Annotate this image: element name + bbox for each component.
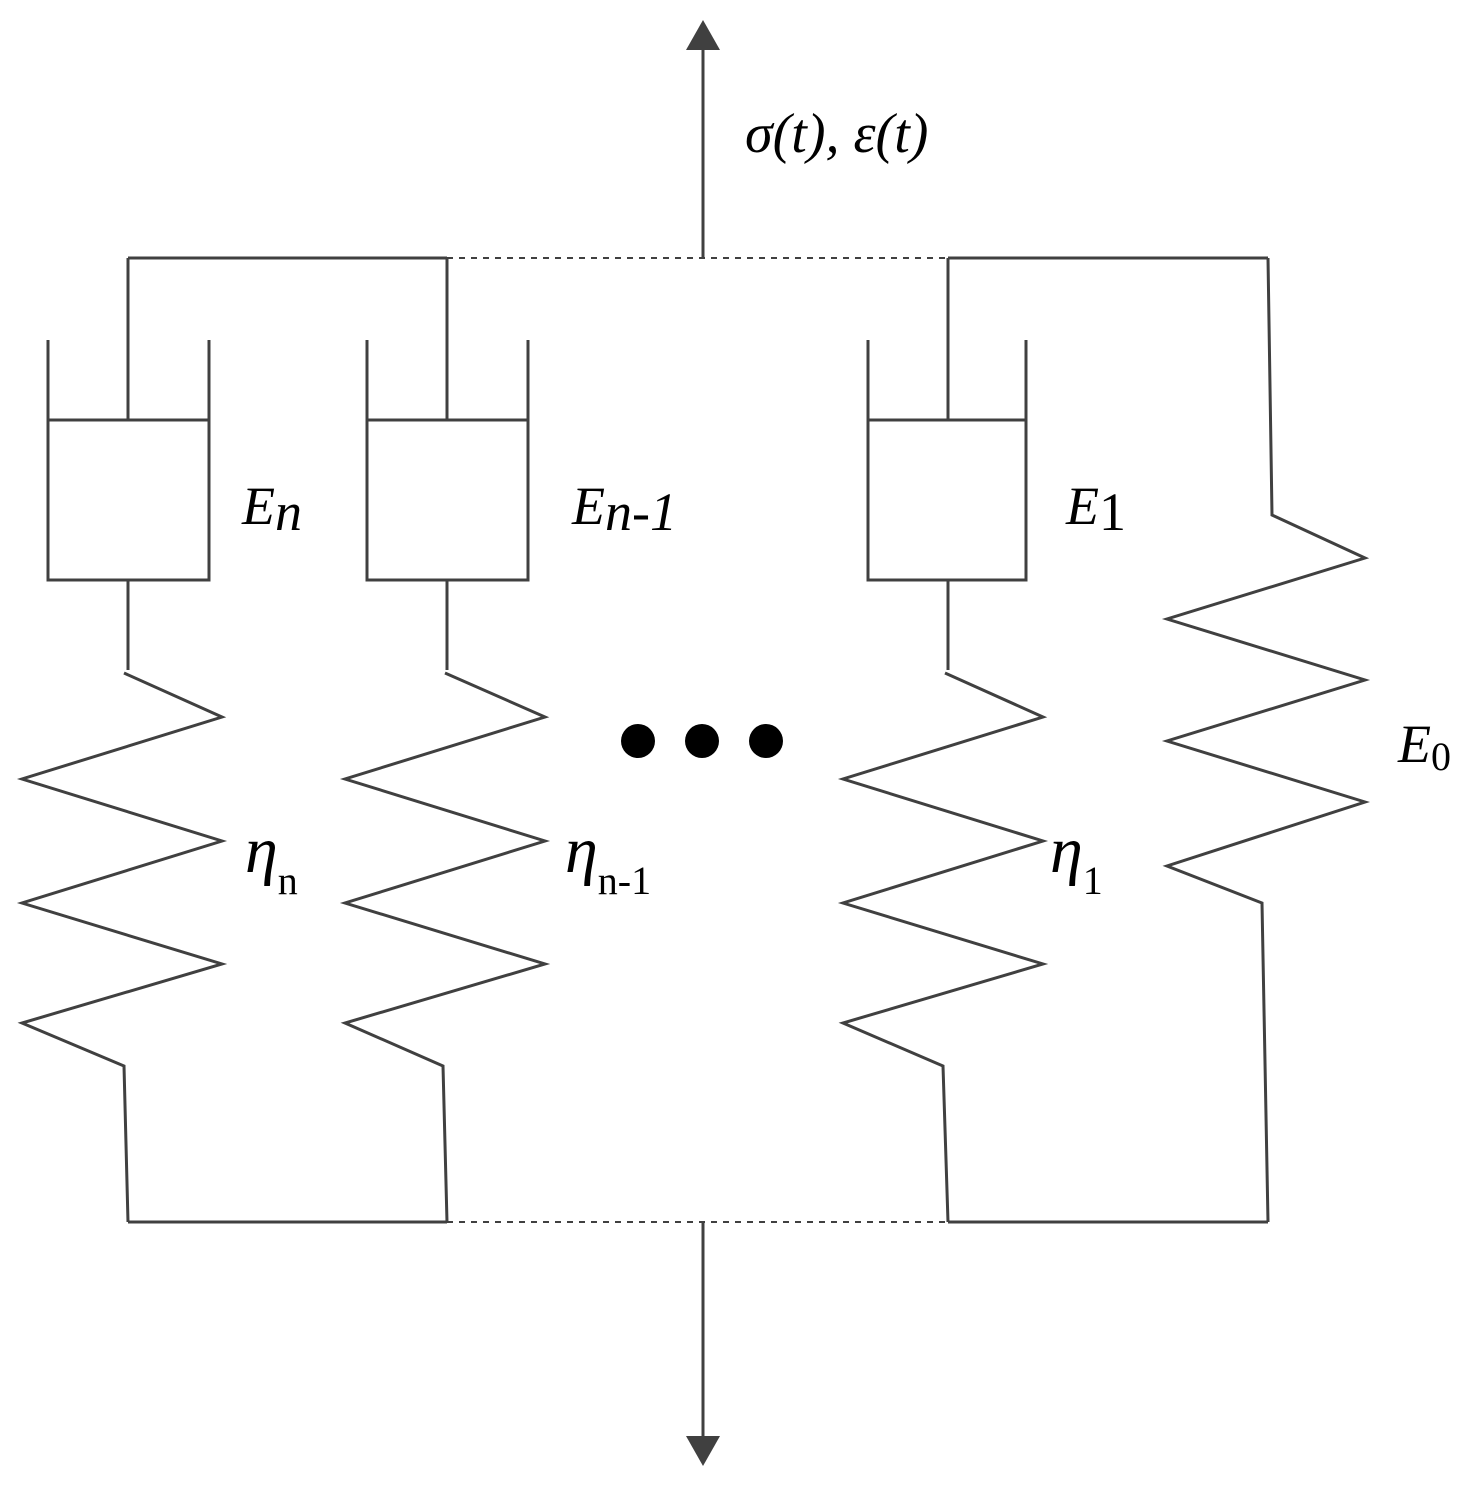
spring-n (16, 671, 228, 1223)
modulus-label-0: E0 (1397, 714, 1451, 779)
viscosity-label-n-1: ηn-1 (565, 814, 651, 903)
branch-n-1 (339, 258, 551, 1223)
top-load-arrow (686, 20, 720, 258)
viscosity-label-1: η1 (1050, 814, 1103, 903)
spring-n-1 (339, 671, 551, 1223)
modulus-label-n: En (241, 476, 302, 542)
modulus-label-1: E1 (1065, 476, 1126, 542)
spring-1 (837, 671, 1049, 1223)
bottom-load-arrow (686, 1222, 720, 1466)
branch-n (16, 258, 228, 1223)
branch-1 (837, 258, 1049, 1223)
load-label: σ(t), ε(t) (745, 103, 928, 165)
viscosity-label-n: ηn (245, 814, 298, 903)
ellipsis-dots (621, 724, 783, 758)
spring-0 (1161, 257, 1371, 1223)
modulus-label-n-1: En-1 (571, 476, 677, 542)
